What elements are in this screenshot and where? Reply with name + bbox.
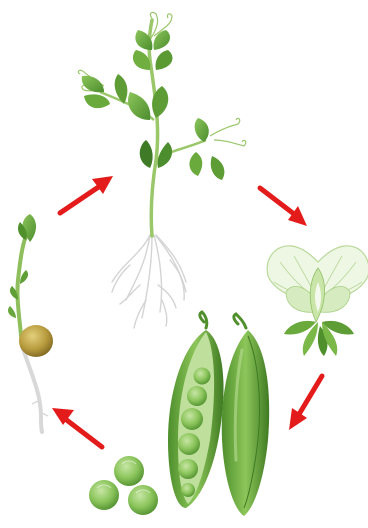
pea-pod-icon xyxy=(168,312,269,516)
cycle-arrow-flower-to-pods xyxy=(289,376,322,430)
cycle-arrow-seedling-to-plant xyxy=(60,176,113,213)
pea-plant-icon xyxy=(78,12,245,328)
germinating-seed-icon xyxy=(8,214,53,432)
pea-flower-icon xyxy=(267,246,368,356)
cycle-arrow-seeds-to-seedling xyxy=(52,408,102,447)
open-pod xyxy=(168,312,224,508)
closed-pod xyxy=(222,314,269,516)
pea-seeds-icon xyxy=(89,456,158,515)
cycle-arrow-plant-to-flower xyxy=(260,188,307,226)
